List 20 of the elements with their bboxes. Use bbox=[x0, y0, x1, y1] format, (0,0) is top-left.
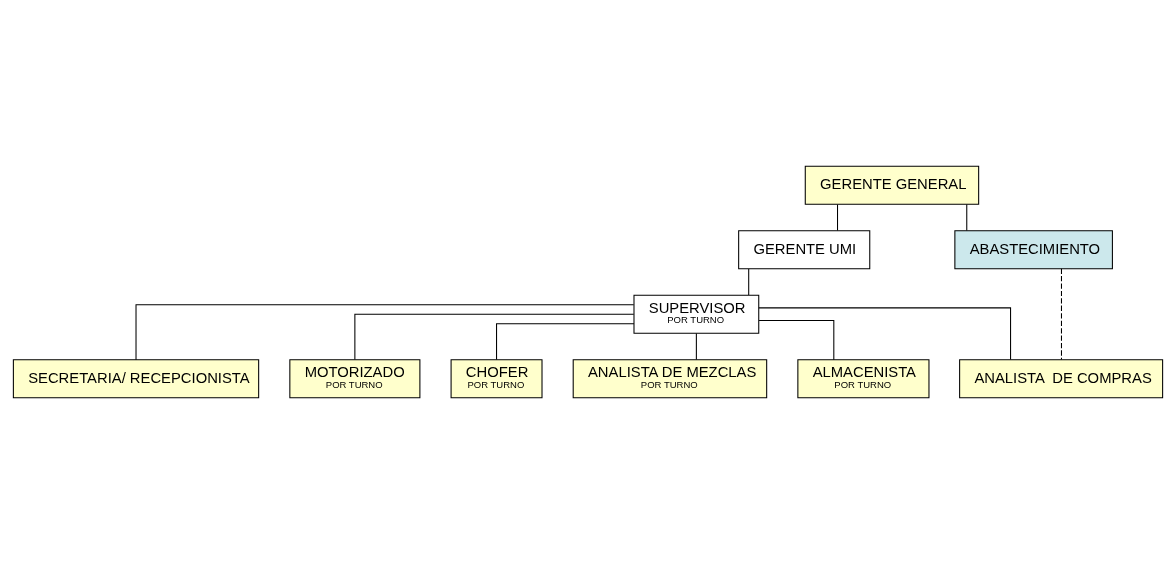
node-box: ANALISTA DE COMPRAS bbox=[959, 358, 1164, 398]
connector bbox=[748, 268, 750, 295]
node-box: GERENTE GENERAL bbox=[804, 165, 980, 205]
node-box: ALMACENISTA POR TURNO bbox=[797, 358, 930, 398]
node-box: ANALISTA DE MEZCLAS POR TURNO bbox=[572, 358, 768, 398]
connector bbox=[1060, 267, 1062, 360]
connector bbox=[695, 332, 697, 360]
connector bbox=[758, 319, 835, 360]
node-box: SECRETARIA/ RECEPCIONISTA bbox=[12, 358, 260, 398]
node-box: ABASTECIMIENTO bbox=[954, 229, 1113, 269]
connector bbox=[354, 313, 635, 360]
node-box: MOTORIZADO POR TURNO bbox=[289, 358, 421, 398]
connector bbox=[966, 203, 968, 231]
connector bbox=[135, 303, 635, 360]
connector bbox=[837, 203, 839, 231]
connector bbox=[758, 306, 1012, 360]
node-box: GERENTE UMI bbox=[738, 229, 871, 269]
connector bbox=[496, 322, 635, 360]
node-box: CHOFER POR TURNO bbox=[450, 358, 543, 398]
node-box: SUPERVISOR POR TURNO bbox=[633, 294, 760, 334]
